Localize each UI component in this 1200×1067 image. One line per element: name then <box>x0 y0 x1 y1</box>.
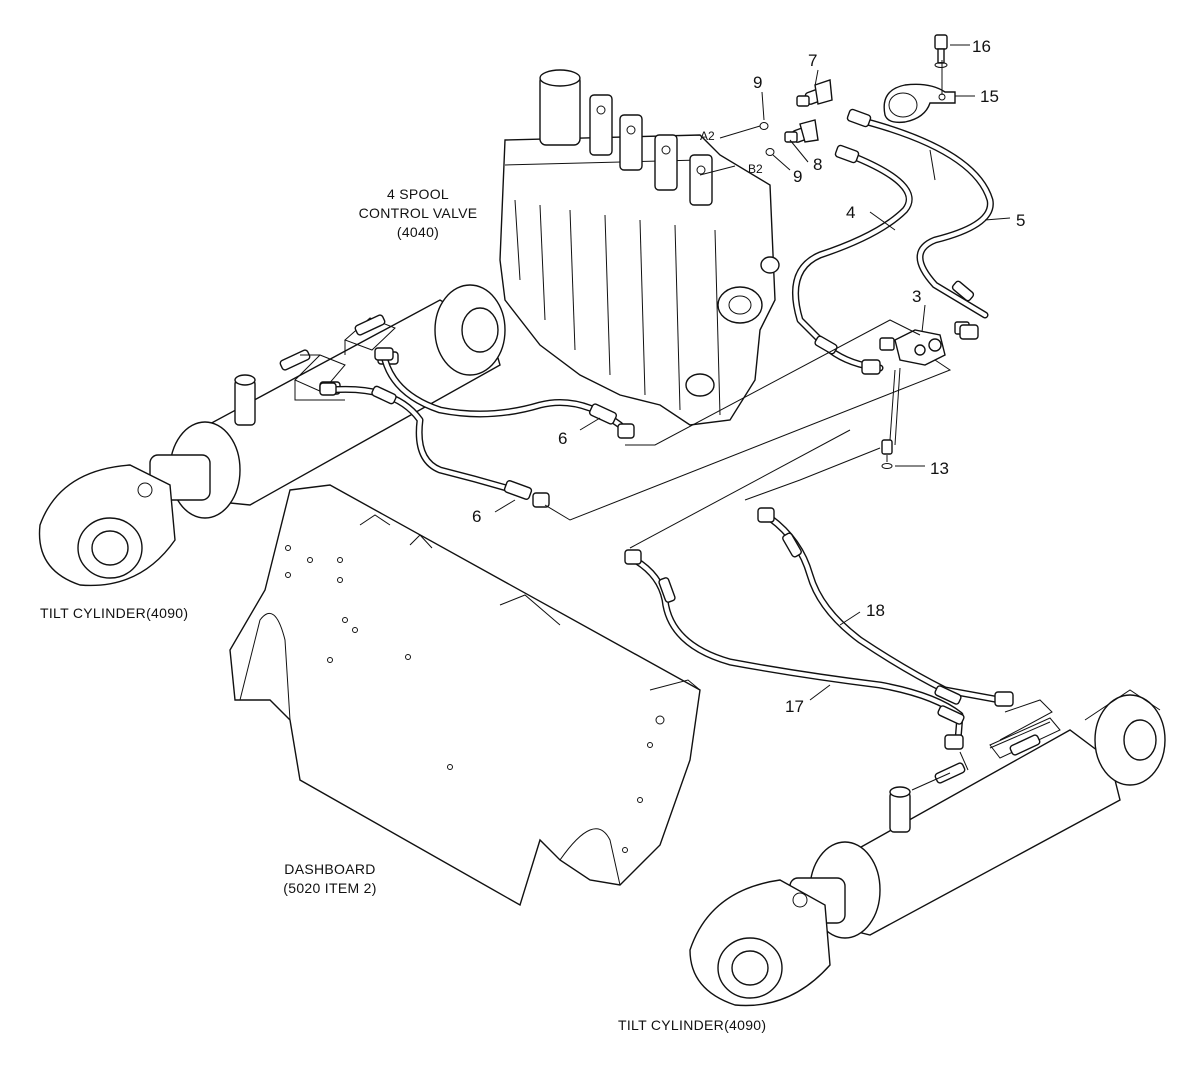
hose-end-fittings <box>319 108 1014 750</box>
callout-13: 13 <box>930 459 949 478</box>
fittings-drawing <box>759 34 970 469</box>
dashboard-holes <box>285 545 665 853</box>
port-labels: A2 B2 <box>699 125 763 176</box>
dashboard-caption-line2: (5020 ITEM 2) <box>283 880 376 896</box>
callout-3: 3 <box>912 287 921 306</box>
valve-caption-line3: (4040) <box>397 224 439 240</box>
callout-15: 15 <box>980 87 999 106</box>
callout-6-upper: 6 <box>558 429 567 448</box>
right-tilt-cylinder-drawing <box>689 689 1166 1007</box>
dashboard-caption-line1: DASHBOARD <box>284 861 375 877</box>
valve-caption-line2: CONTROL VALVE <box>359 205 478 221</box>
port-b2-label: B2 <box>748 162 763 176</box>
captions: 4 SPOOL CONTROL VALVE (4040) TILT CYLIND… <box>40 186 766 1033</box>
callout-9-upper: 9 <box>753 73 762 92</box>
dashboard-drawing <box>229 484 701 907</box>
assembly-lines <box>294 60 1053 791</box>
callout-6-lower: 6 <box>472 507 481 526</box>
valve-caption-line1: 4 SPOOL <box>387 186 449 202</box>
callout-9-lower: 9 <box>793 167 802 186</box>
control-valve-drawing <box>499 69 780 426</box>
tilt-cylinder-right-caption: TILT CYLINDER(4090) <box>618 1017 766 1033</box>
callout-17: 17 <box>785 697 804 716</box>
callout-16: 16 <box>972 37 991 56</box>
leader-lines <box>494 44 1011 701</box>
callout-7: 7 <box>808 51 817 70</box>
port-a2-label: A2 <box>700 129 715 143</box>
callout-5: 5 <box>1016 211 1025 230</box>
callout-18: 18 <box>866 601 885 620</box>
callout-4: 4 <box>846 203 855 222</box>
left-tilt-cylinder-drawing <box>38 284 506 587</box>
tilt-cylinder-left-caption: TILT CYLINDER(4090) <box>40 605 188 621</box>
callout-labels: 16 15 7 9 8 9 4 5 3 13 6 6 18 17 <box>472 37 1025 716</box>
callout-8: 8 <box>813 155 822 174</box>
